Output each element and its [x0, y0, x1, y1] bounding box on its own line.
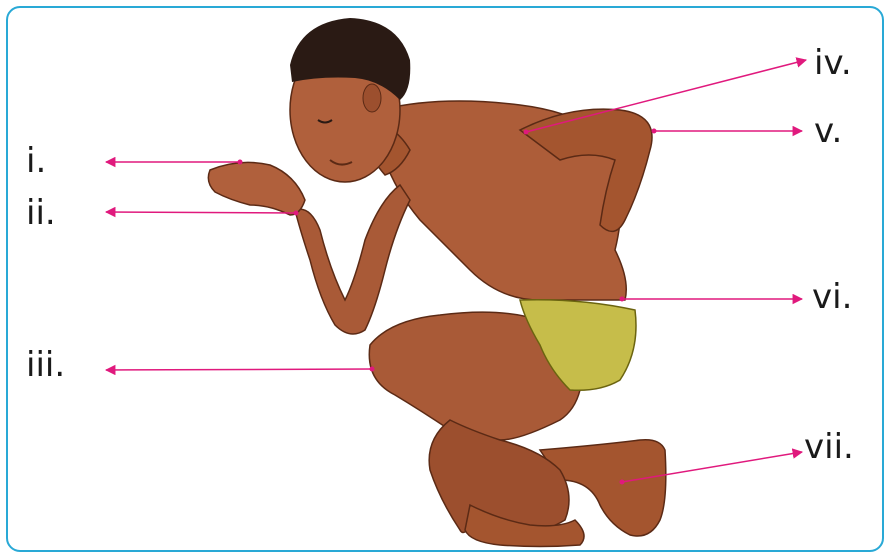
- label-ii: ii.: [26, 196, 56, 230]
- hand: [208, 162, 305, 215]
- pointer-dot-vi: [620, 297, 625, 302]
- pointer-dot-iv: [524, 130, 529, 135]
- front-arm: [295, 185, 410, 334]
- label-vii: vii.: [804, 430, 854, 464]
- pointer-dot-vii: [620, 480, 625, 485]
- label-v: v.: [814, 114, 842, 148]
- pointer-dot-ii: [294, 211, 299, 216]
- label-iii: iii.: [26, 348, 65, 382]
- pointer-line-iv: [526, 60, 806, 132]
- pointer-dot-iii: [370, 367, 375, 372]
- pointer-dot-i: [238, 160, 243, 165]
- ear: [363, 84, 381, 112]
- label-iv: iv.: [814, 46, 852, 80]
- label-i: i.: [26, 144, 46, 178]
- pointer-line-iii: [106, 369, 372, 370]
- label-vi: vi.: [812, 280, 852, 314]
- pointer-dot-v: [652, 129, 657, 134]
- pointer-line-ii: [106, 212, 296, 213]
